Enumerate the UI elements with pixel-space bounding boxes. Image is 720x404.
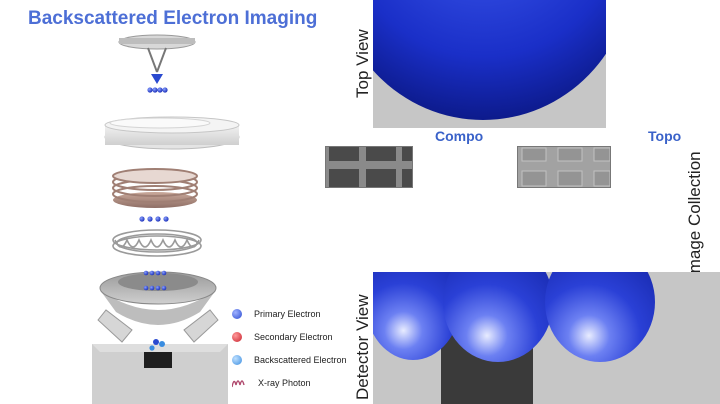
bse-detector-left bbox=[97, 309, 133, 343]
compo-label: Compo bbox=[435, 128, 484, 144]
detector-view-label: Detector View bbox=[353, 294, 372, 400]
diagram-title: Backscattered Electron Imaging bbox=[28, 8, 318, 29]
topo-label: Topo bbox=[648, 128, 682, 144]
anode-plate bbox=[104, 116, 240, 150]
top-view-sphere bbox=[373, 0, 606, 120]
condenser-coil bbox=[112, 168, 198, 208]
legend-item-xray: X-ray Photon bbox=[232, 375, 311, 391]
primary-electron-row-1 bbox=[147, 87, 168, 93]
red-sphere-icon bbox=[232, 332, 242, 342]
legend-label: Secondary Electron bbox=[254, 332, 333, 342]
image-collection-label: Image Collection bbox=[685, 151, 704, 278]
detector-sphere-3 bbox=[545, 272, 655, 362]
legend-label: X-ray Photon bbox=[258, 378, 311, 388]
legend-item-backscattered: Backscattered Electron bbox=[232, 352, 347, 368]
compo-image bbox=[325, 146, 413, 188]
sem-column-illustration bbox=[92, 34, 240, 404]
detector-view-panel bbox=[373, 272, 720, 404]
primary-electron-row-2 bbox=[139, 216, 169, 222]
legend-label: Backscattered Electron bbox=[254, 355, 347, 365]
topo-image bbox=[517, 146, 611, 188]
topo-pattern bbox=[518, 147, 611, 187]
compo-pattern bbox=[326, 147, 412, 187]
legend-item-primary: Primary Electron bbox=[232, 306, 321, 322]
legend-label: Primary Electron bbox=[254, 309, 321, 319]
top-view-label: Top View bbox=[353, 29, 372, 98]
wavy-photon-icon bbox=[232, 380, 245, 388]
legend: Primary Electron Secondary Electron Back… bbox=[232, 306, 372, 396]
electron-gun bbox=[118, 34, 196, 84]
sample-stage bbox=[92, 339, 228, 404]
objective-lens bbox=[99, 270, 217, 325]
legend-item-secondary: Secondary Electron bbox=[232, 329, 333, 345]
scan-coil bbox=[112, 229, 202, 257]
light-blue-sphere-icon bbox=[232, 355, 242, 365]
blue-sphere-icon bbox=[232, 309, 242, 319]
top-view-panel bbox=[373, 0, 606, 128]
bse-detector-right bbox=[183, 309, 219, 343]
